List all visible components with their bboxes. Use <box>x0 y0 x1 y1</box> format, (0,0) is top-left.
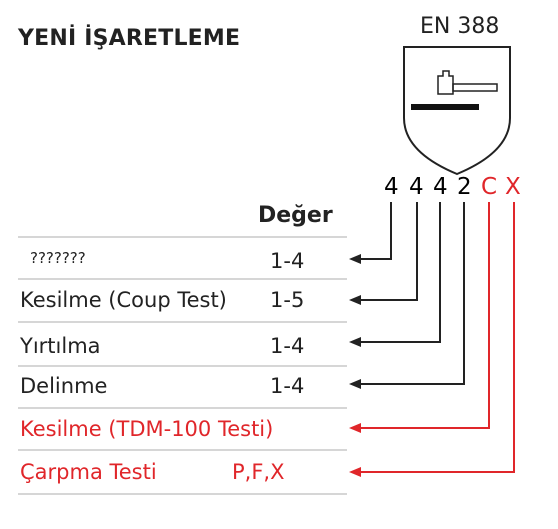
hammer-icon <box>411 70 498 110</box>
connector-puncture <box>349 202 465 389</box>
row-dividers <box>18 236 347 495</box>
connector-impact <box>349 202 515 477</box>
row-value-tear: 1-4 <box>270 334 305 358</box>
code-letter-impact: X <box>505 174 521 200</box>
row-label-puncture: Delinme <box>20 374 108 398</box>
row-label-tear: Yırtılma <box>20 334 101 358</box>
row-label-cut-tdm: Kesilme (TDM-100 Testi) <box>20 417 274 441</box>
row-value-puncture: 1-4 <box>270 374 305 398</box>
connector-cut-coup <box>349 202 418 305</box>
row-value-impact: P,F,X <box>232 460 285 484</box>
row-label-impact: Çarpma Testi <box>20 460 157 484</box>
row-value-cut-coup: 1-5 <box>270 288 305 312</box>
code-digit-tear: 4 <box>433 174 448 200</box>
code-digit-abrasion: 4 <box>384 174 399 200</box>
row-label-cut-coup: Kesilme (Coup Test) <box>20 288 227 312</box>
row-value-abrasion: 1-4 <box>270 249 305 273</box>
standard-label: EN 388 <box>420 14 500 39</box>
shield-icon <box>403 46 511 176</box>
connector-abrasion <box>349 202 392 264</box>
row-label-abrasion: ??????? <box>30 249 86 267</box>
value-column-header: Değer <box>258 203 333 228</box>
connector-cut-tdm <box>349 202 490 433</box>
code-digit-cut-coup: 4 <box>409 174 424 200</box>
code-letter-cut-tdm: C <box>481 174 498 200</box>
connector-tear <box>349 202 441 347</box>
page-title: YENİ İŞARETLEME <box>18 26 241 51</box>
code-digit-puncture: 2 <box>457 174 472 200</box>
